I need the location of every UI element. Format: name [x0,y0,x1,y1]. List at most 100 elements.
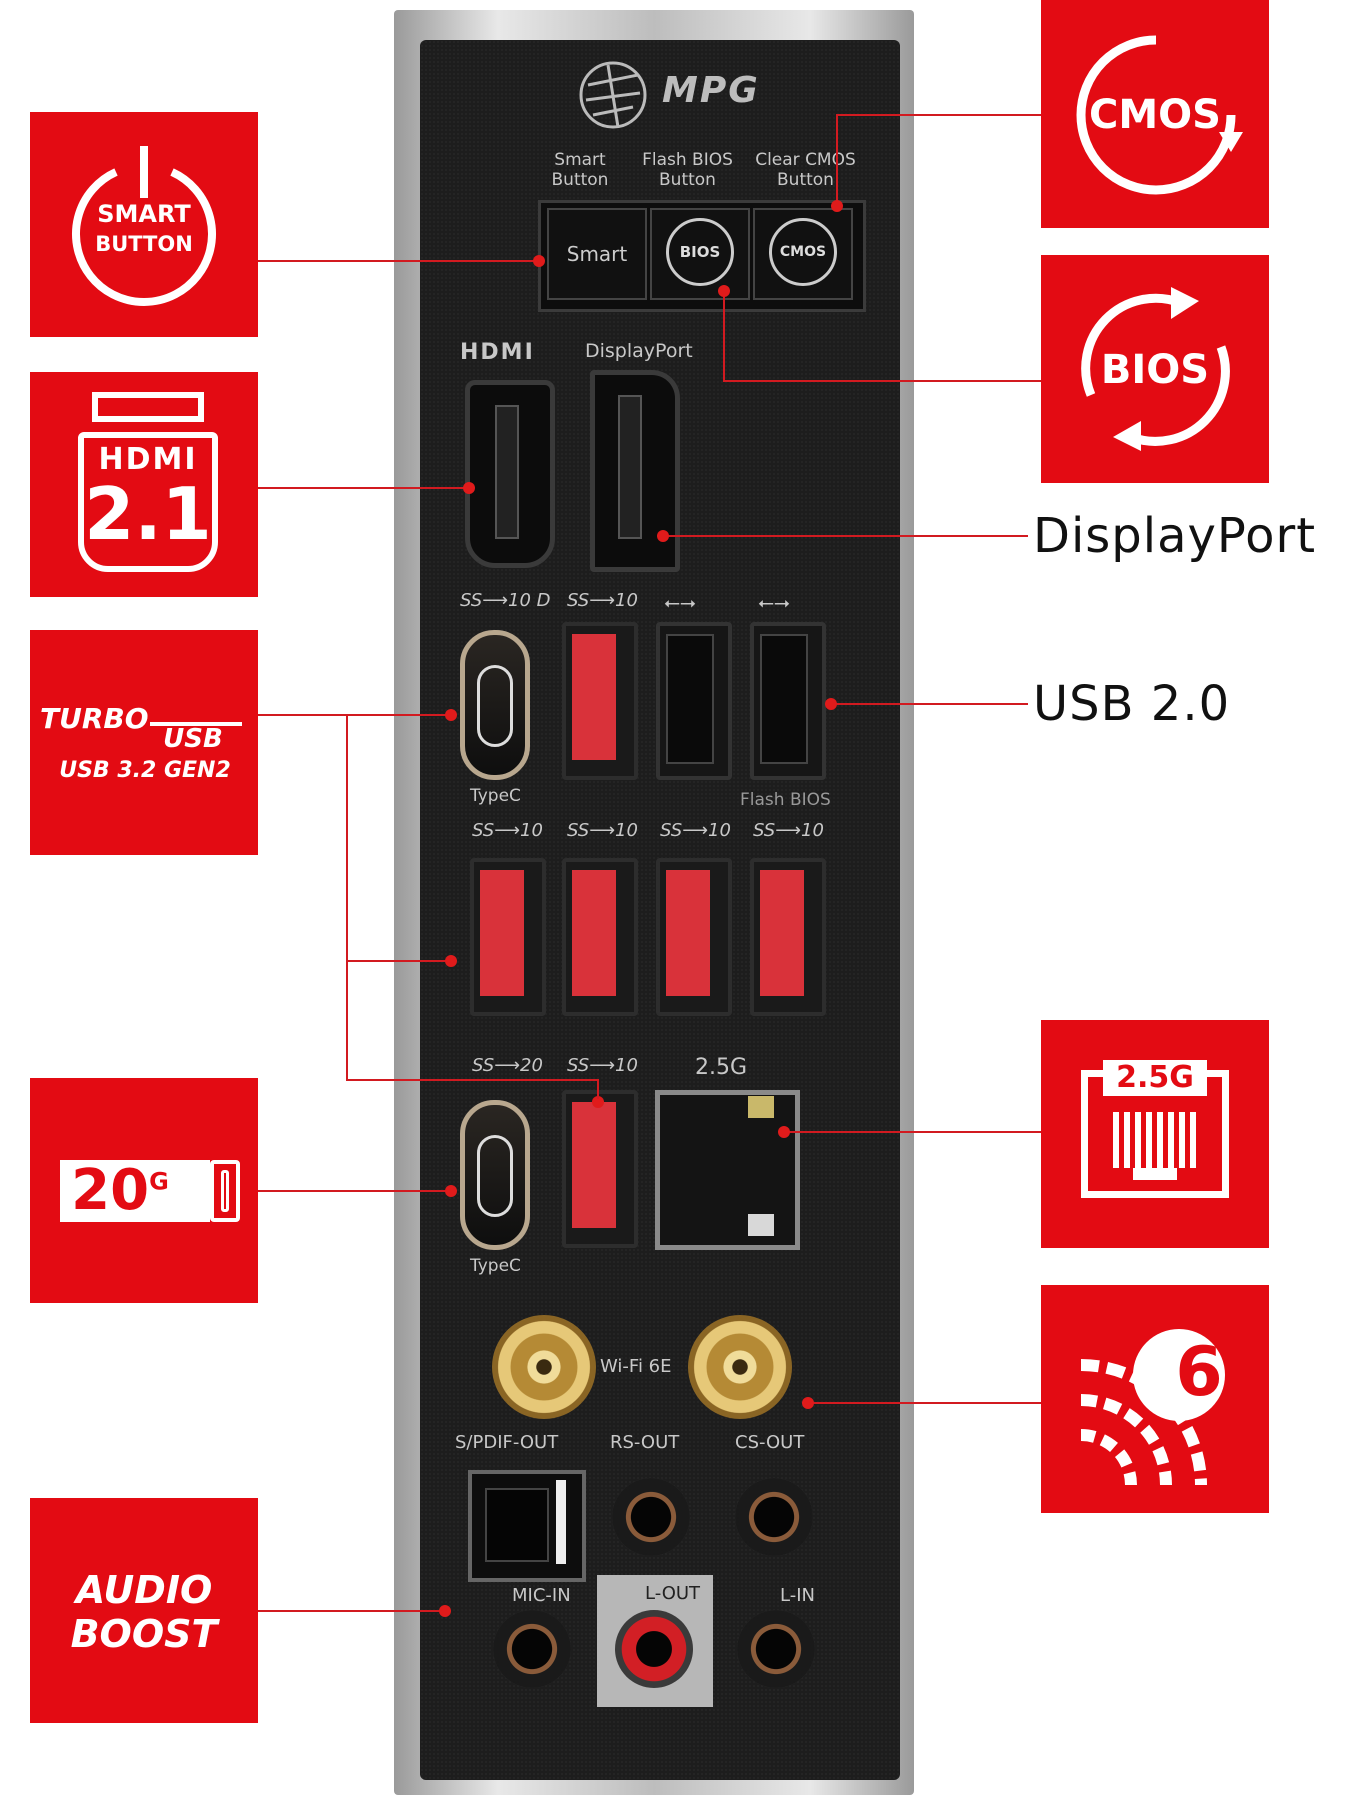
usb-row2-mark-2: SS⟶10 [567,820,638,841]
usb-row1-mark-1: SS⟶10 D [460,590,551,611]
turbo-text: TURBO [40,702,149,735]
usb-row3-mark-2: SS⟶10 [567,1055,638,1076]
audio-boost-badge: AUDIO BOOST [30,1498,258,1723]
hdmi-badge-version: 2.1 [84,472,212,556]
dragon-logo-icon [579,61,647,129]
leader-hdmi-dot [463,482,475,494]
usb-a-port-gen2-3 [562,858,638,1016]
usb-row2-mark-4: SS⟶10 [753,820,824,841]
usb-row1-mark-3: ⭠⭢ [664,590,696,614]
leader-turbo-dot-3 [592,1096,604,1108]
usb-20g-badge: 20G [30,1078,258,1303]
usb-a-port-usb2-2 [750,622,826,780]
usb-row2-mark-3: SS⟶10 [660,820,731,841]
leader-turbo-h [258,714,450,716]
usb-row3-mark-1: SS⟶20 [472,1055,543,1076]
wifi-label: Wi-Fi 6E [600,1356,672,1377]
mic-in-jack [493,1610,571,1688]
displayport-callout: DisplayPort [1033,508,1317,564]
displayport-port-label: DisplayPort [585,340,693,362]
cs-out-label: CS-OUT [735,1432,805,1453]
lan-badge-text: 2.5G [1116,1060,1194,1095]
leader-usb20-dot [825,698,837,710]
bios-badge-text: BIOS [1100,347,1210,393]
cmos-badge-text: CMOS [1089,92,1221,138]
smart-button-text: Smart [566,242,628,266]
leader-audio [258,1610,444,1612]
usb20g-value: 20G [71,1158,169,1223]
flash-bios-button[interactable]: BIOS [650,208,750,300]
usb-a-port-gen2-5 [750,858,826,1016]
flash-bios-port-label: Flash BIOS [740,790,831,810]
usb-a-port-gen2-6 [562,1090,638,1248]
usb-gen-text: USB 3.2 GEN2 [59,758,231,783]
usb-a-port-gen2-2 [470,858,546,1016]
cs-out-jack [735,1478,813,1556]
bios-refresh-icon [1081,287,1230,451]
usb-a-port-gen2-1 [562,622,638,780]
smart-badge-line1: SMART [97,200,191,228]
clear-cmos-arrow-icon [1076,35,1243,195]
leader-cmos [836,114,1041,116]
l-out-jack [615,1610,693,1688]
leader-usb20 [830,703,1028,705]
usb-row2-mark-1: SS⟶10 [472,820,543,841]
typec-label-2: TypeC [470,1256,521,1276]
leader-20g [258,1190,450,1192]
usb-a-port-gen2-4 [656,858,732,1016]
usb-row1-mark-4: ⭠⭢ [758,590,790,614]
lan-badge: 2.5G [1041,1020,1269,1248]
leader-20g-dot [445,1185,457,1197]
leader-lan-dot [778,1126,790,1138]
turbo-usb-text: USB [163,724,223,754]
smart-button-badge: SMART BUTTON [30,112,258,337]
usb20-callout: USB 2.0 [1033,676,1231,732]
wifi-antenna-connector-2 [688,1315,792,1419]
rs-out-jack [612,1478,690,1556]
leader-turbo-dot [445,709,457,721]
leader-hdmi [258,487,468,489]
wifi-antenna-connector-1 [492,1315,596,1419]
typec-label-1: TypeC [470,786,521,806]
l-in-jack [737,1610,815,1688]
hdmi-port-label: HDMI [460,340,535,365]
wifi-6-icon [1080,1329,1225,1486]
leader-bios [723,380,1041,382]
leader-wifi [807,1402,1041,1404]
hdmi-badge-word: HDMI [98,442,198,477]
hdmi-connector-icon [78,432,218,572]
clear-cmos-button[interactable]: CMOS [753,208,853,300]
bios-badge: BIOS [1041,255,1269,483]
mic-in-label: MIC-IN [512,1585,571,1606]
leader-displayport-dot [657,530,669,542]
power-icon [72,146,216,306]
audio-boost-line1: AUDIO [75,1568,213,1612]
l-out-label: L-OUT [645,1583,701,1604]
leader-wifi-dot [802,1397,814,1409]
leader-cmos-dot [831,200,843,212]
smart-badge-line2: BUTTON [95,232,193,256]
spdif-out-label: S/PDIF-OUT [455,1432,559,1453]
usb-typec-port-2 [460,1100,530,1250]
leader-displayport [662,535,1028,537]
audio-boost-line2: BOOST [70,1612,218,1656]
brand-label: MPG [662,70,760,111]
leader-lan [783,1131,1041,1133]
leader-bios-dot [718,285,730,297]
usb-row1-mark-2: SS⟶10 [567,590,638,611]
wifi-badge: 6 [1041,1285,1269,1513]
l-in-label: L-IN [780,1585,815,1606]
usb-a-port-usb2-1 [656,622,732,780]
hdmi-badge: HDMI 2.1 [30,372,258,597]
leader-smart-dot [533,255,545,267]
lan-port [655,1090,800,1250]
smart-button[interactable]: Smart [547,208,647,300]
flash-bios-key-text: BIOS [679,243,721,261]
cmos-badge: CMOS [1041,0,1269,228]
turbo-usb-badge: TURBO USB USB 3.2 GEN2 [30,630,258,855]
lan-port-label: 2.5G [695,1055,748,1080]
usb-typec-port-1 [460,630,530,780]
